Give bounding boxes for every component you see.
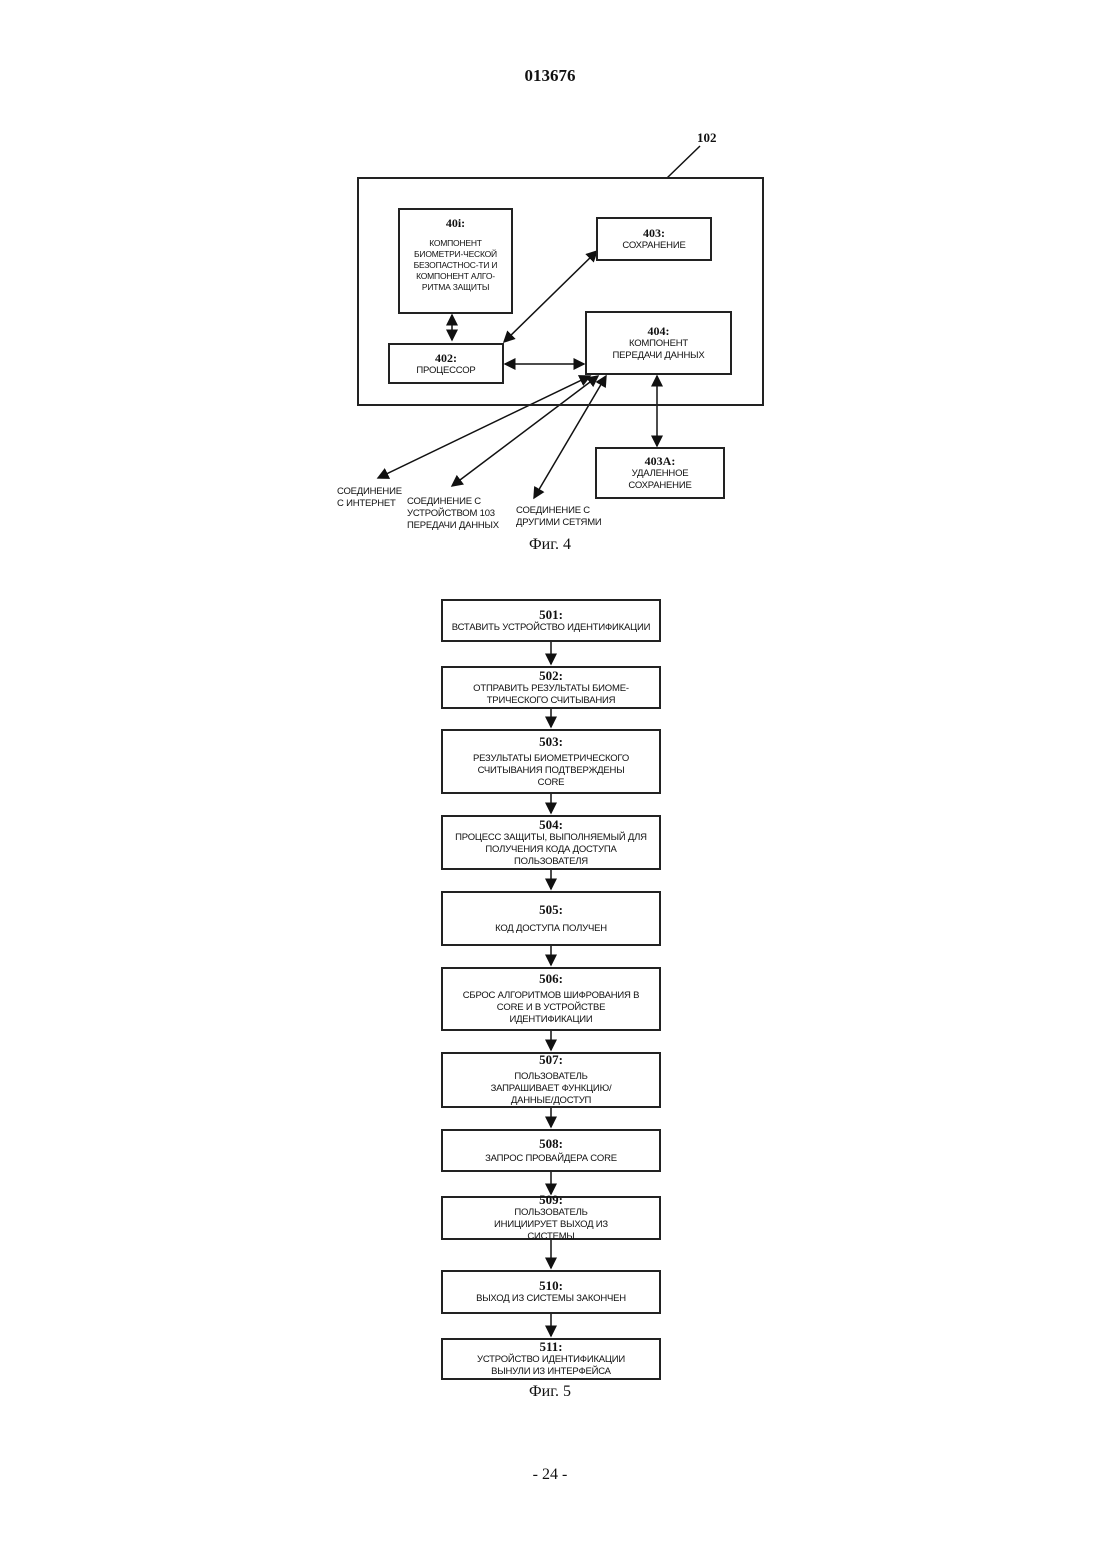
step-label: ПОЛЬЗОВАТЕЛЬ ИНИЦИИРУЕТ ВЫХОД ИЗ СИСТЕМЫ [443, 1207, 659, 1243]
step-508: 508: ЗАПРОС ПРОВАЙДЕРА CORE [441, 1129, 661, 1172]
step-number: 501: [539, 608, 563, 622]
block-label: УДАЛЕННОЕ СОХРАНЕНИЕ [597, 468, 723, 492]
step-number: 506: [539, 972, 563, 986]
step-number: 502: [539, 669, 563, 683]
step-number: 503: [539, 735, 563, 749]
block-storage: 403: СОХРАНЕНИЕ [596, 217, 712, 261]
step-501: 501: ВСТАВИТЬ УСТРОЙСТВО ИДЕНТИФИКАЦИИ [441, 599, 661, 642]
block-remote-storage: 403А: УДАЛЕННОЕ СОХРАНЕНИЕ [595, 447, 725, 499]
block-number: 40i: [446, 216, 465, 230]
label-networks-connection: СОЕДИНЕНИЕ С ДРУГИМИ СЕТЯМИ [516, 505, 611, 529]
block-number: 403А: [645, 454, 676, 468]
block-number: 403: [643, 226, 665, 240]
step-label: ВСТАВИТЬ УСТРОЙСТВО ИДЕНТИФИКАЦИИ [452, 622, 650, 634]
device-ref-leader [667, 146, 700, 178]
step-506: 506: СБРОС АЛГОРИТМОВ ШИФРОВАНИЯ В CORE … [441, 967, 661, 1031]
step-label: КОД ДОСТУПА ПОЛУЧЕН [495, 923, 607, 935]
step-label: ОТПРАВИТЬ РЕЗУЛЬТАТЫ БИОМЕ-ТРИЧЕСКОГО СЧ… [443, 683, 659, 707]
fig5-caption: Фиг. 5 [500, 1383, 600, 1401]
block-processor: 402: ПРОЦЕССОР [388, 343, 504, 384]
step-504: 504: ПРОЦЕСС ЗАЩИТЫ, ВЫПОЛНЯЕМЫЙ ДЛЯ ПОЛ… [441, 815, 661, 870]
step-label: РЕЗУЛЬТАТЫ БИОМЕТРИЧЕСКОГО СЧИТЫВАНИЯ ПО… [443, 753, 659, 789]
step-505: 505: КОД ДОСТУПА ПОЛУЧЕН [441, 891, 661, 946]
step-510: 510: ВЫХОД ИЗ СИСТЕМЫ ЗАКОНЧЕН [441, 1270, 661, 1314]
step-label: ВЫХОД ИЗ СИСТЕМЫ ЗАКОНЧЕН [476, 1293, 626, 1305]
block-biometric-security: 40i: КОМПОНЕНТ БИОМЕТРИ-ЧЕСКОЙ БЕЗОПАСТН… [398, 208, 513, 314]
step-label: ПОЛЬЗОВАТЕЛЬ ЗАПРАШИВАЕТ ФУНКЦИЮ/ДАННЫЕ/… [443, 1071, 659, 1107]
block-label: КОМПОНЕНТ ПЕРЕДАЧИ ДАННЫХ [587, 338, 730, 362]
step-number: 504: [539, 818, 563, 832]
block-label: КОМПОНЕНТ БИОМЕТРИ-ЧЕСКОЙ БЕЗОПАСТНОС-ТИ… [400, 238, 511, 293]
step-509: 509: ПОЛЬЗОВАТЕЛЬ ИНИЦИИРУЕТ ВЫХОД ИЗ СИ… [441, 1196, 661, 1240]
label-device-connection: СОЕДИНЕНИЕ С УСТРОЙСТВОМ 103 ПЕРЕДАЧИ ДА… [407, 496, 507, 532]
step-502: 502: ОТПРАВИТЬ РЕЗУЛЬТАТЫ БИОМЕ-ТРИЧЕСКО… [441, 666, 661, 709]
step-number: 511: [539, 1340, 562, 1354]
block-data-transfer: 404: КОМПОНЕНТ ПЕРЕДАЧИ ДАННЫХ [585, 311, 732, 375]
step-511: 511: УСТРОЙСТВО ИДЕНТИФИКАЦИИ ВЫНУЛИ ИЗ … [441, 1338, 661, 1380]
page-number: - 24 - [0, 1466, 1100, 1484]
block-label: СОХРАНЕНИЕ [622, 240, 685, 252]
step-number: 509: [539, 1193, 563, 1207]
block-number: 404: [648, 324, 670, 338]
step-number: 505: [539, 903, 563, 917]
step-label: СБРОС АЛГОРИТМОВ ШИФРОВАНИЯ В CORE И В У… [443, 990, 659, 1026]
step-number: 507: [539, 1053, 563, 1067]
device-ref-label: 102 [697, 130, 717, 146]
block-label: ПРОЦЕССОР [416, 365, 475, 377]
block-number: 402: [435, 351, 457, 365]
label-internet-connection: СОЕДИНЕНИЕ С ИНТЕРНЕТ [337, 486, 407, 510]
step-label: ЗАПРОС ПРОВАЙДЕРА CORE [485, 1153, 617, 1165]
step-507: 507: ПОЛЬЗОВАТЕЛЬ ЗАПРАШИВАЕТ ФУНКЦИЮ/ДА… [441, 1052, 661, 1108]
step-label: УСТРОЙСТВО ИДЕНТИФИКАЦИИ ВЫНУЛИ ИЗ ИНТЕР… [443, 1354, 659, 1378]
step-503: 503: РЕЗУЛЬТАТЫ БИОМЕТРИЧЕСКОГО СЧИТЫВАН… [441, 729, 661, 794]
step-number: 508: [539, 1137, 563, 1151]
fig4-caption: Фиг. 4 [500, 536, 600, 554]
step-label: ПРОЦЕСС ЗАЩИТЫ, ВЫПОЛНЯЕМЫЙ ДЛЯ ПОЛУЧЕНИ… [443, 832, 659, 868]
step-number: 510: [539, 1279, 563, 1293]
